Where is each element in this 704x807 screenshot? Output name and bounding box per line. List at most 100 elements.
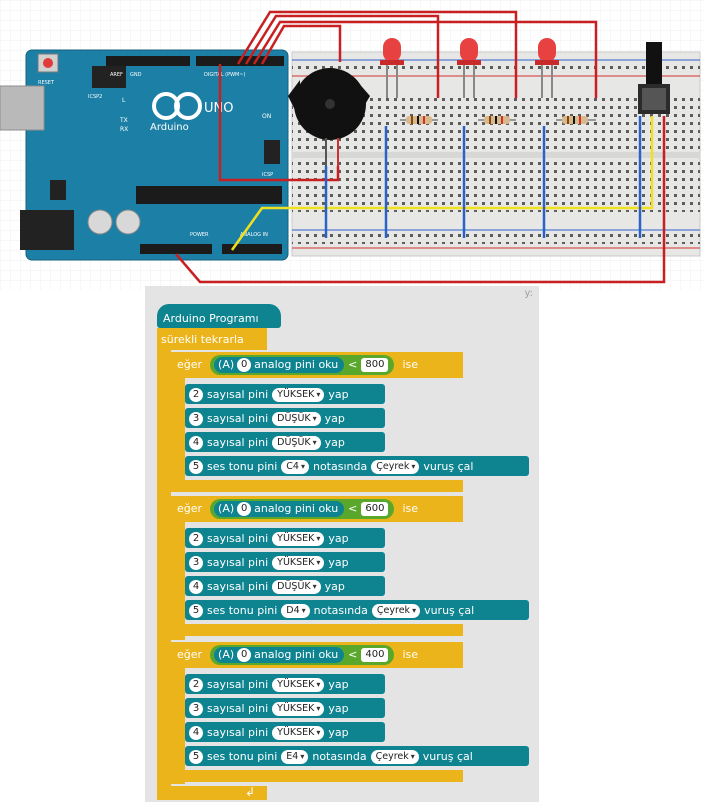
tone-block[interactable]: 5 ses tonu pini E4 notasında Çeyrek vuru… <box>185 746 529 766</box>
aref-label: AREF <box>110 72 123 78</box>
if-block-3[interactable] <box>171 642 185 784</box>
analog-prefix: (A) <box>218 358 235 371</box>
red-led-2 <box>457 38 481 98</box>
beat-label: vuruş çal <box>422 749 473 763</box>
analog-pin-field[interactable]: 0 <box>237 502 252 516</box>
state-dropdown[interactable]: YÜKSEK <box>272 555 325 570</box>
do-label: yap <box>324 435 345 449</box>
digital-write-block[interactable]: 4 sayısal pini DÜŞÜK yap <box>185 432 385 452</box>
if-footer-1[interactable] <box>171 480 463 492</box>
digital-pin-field[interactable]: 3 <box>189 701 203 716</box>
digital-label: sayısal pini <box>207 531 269 545</box>
digital-pin-field[interactable]: 2 <box>189 531 203 546</box>
state-dropdown[interactable]: YÜKSEK <box>272 677 325 692</box>
state-dropdown[interactable]: YÜKSEK <box>272 531 325 546</box>
digital-label: sayısal pini <box>207 411 269 425</box>
board-model: UNO <box>204 101 233 116</box>
beat-dropdown[interactable]: Çeyrek <box>371 459 420 474</box>
tone-block[interactable]: 5 ses tonu pini C4 notasında Çeyrek vuru… <box>185 456 529 476</box>
analog-label: analog pini oku <box>254 502 339 515</box>
arduino-board <box>0 49 289 261</box>
if-label: eğer <box>177 648 203 661</box>
digital-write-block[interactable]: 4 sayısal pini DÜŞÜK yap <box>185 576 385 596</box>
loop-footer[interactable]: ↲ <box>157 785 267 800</box>
digital-write-block[interactable]: 4 sayısal pini YÜKSEK yap <box>185 722 385 742</box>
digital-label: sayısal pini <box>207 725 269 739</box>
beat-dropdown[interactable]: Çeyrek <box>371 603 421 618</box>
digital-pin-field[interactable]: 4 <box>189 435 203 450</box>
threshold-field[interactable]: 600 <box>361 502 389 516</box>
digital-label: DIGITAL (PWM~) <box>204 72 246 78</box>
note-dropdown[interactable]: E4 <box>281 749 309 764</box>
if-label: eğer <box>177 502 203 515</box>
operator-label[interactable]: < <box>348 358 358 371</box>
loop-block[interactable] <box>157 328 171 788</box>
tone-pin-field[interactable]: 5 <box>189 749 203 764</box>
tone-block[interactable]: 5 ses tonu pini D4 notasında Çeyrek vuru… <box>185 600 529 620</box>
analog-pin-field[interactable]: 0 <box>237 648 252 662</box>
operator-label[interactable]: < <box>348 502 358 515</box>
beat-label: vuruş çal <box>423 459 474 473</box>
state-dropdown[interactable]: DÜŞÜK <box>272 435 321 450</box>
tone-pin-field[interactable]: 5 <box>189 603 203 618</box>
do-label: yap <box>324 411 345 425</box>
if-block-2[interactable] <box>171 496 185 640</box>
compare-block-1[interactable]: (A) 0 analog pini oku < 800 <box>210 355 395 375</box>
digital-label: sayısal pini <box>207 555 269 569</box>
digital-write-block[interactable]: 3 sayısal pini YÜKSEK yap <box>185 552 385 572</box>
then-label: ise <box>402 358 419 371</box>
power-label: POWER <box>190 232 209 238</box>
note-dropdown[interactable]: C4 <box>281 459 309 474</box>
red-led-3 <box>535 38 559 98</box>
do-label: yap <box>328 555 349 569</box>
if-header-1[interactable]: eğer (A) 0 analog pini oku < 800 ise <box>171 352 463 378</box>
block-workspace[interactable]: y: Arduino Programı sürekli tekrarla ↲ e… <box>145 286 539 802</box>
digital-label: sayısal pini <box>207 579 269 593</box>
gnd-label: GND <box>130 72 142 78</box>
state-dropdown[interactable]: YÜKSEK <box>272 725 325 740</box>
digital-write-block[interactable]: 2 sayısal pini YÜKSEK yap <box>185 528 385 548</box>
if-header-3[interactable]: eğer (A) 0 analog pini oku < 400 ise <box>171 642 463 668</box>
if-footer-2[interactable] <box>171 624 463 636</box>
loop-header[interactable]: sürekli tekrarla <box>157 328 267 350</box>
beat-dropdown[interactable]: Çeyrek <box>370 749 419 764</box>
if-footer-3[interactable] <box>171 770 463 782</box>
state-dropdown[interactable]: YÜKSEK <box>272 387 325 402</box>
state-dropdown[interactable]: DÜŞÜK <box>272 579 321 594</box>
if-header-2[interactable]: eğer (A) 0 analog pini oku < 600 ise <box>171 496 463 522</box>
digital-pin-field[interactable]: 4 <box>189 725 203 740</box>
tone-pin-field[interactable]: 5 <box>189 459 203 474</box>
compare-block-3[interactable]: (A) 0 analog pini oku < 400 <box>210 645 395 665</box>
digital-pin-field[interactable]: 2 <box>189 677 203 692</box>
digital-label: sayısal pini <box>207 701 269 715</box>
digital-pin-field[interactable]: 3 <box>189 555 203 570</box>
analog-in-label: ANALOG IN <box>240 232 268 238</box>
resistor-2 <box>478 116 516 124</box>
digital-write-block[interactable]: 3 sayısal pini DÜŞÜK yap <box>185 408 385 428</box>
digital-pin-field[interactable]: 2 <box>189 387 203 402</box>
digital-write-block[interactable]: 2 sayısal pini YÜKSEK yap <box>185 384 385 404</box>
digital-pin-field[interactable]: 4 <box>189 579 203 594</box>
state-dropdown[interactable]: DÜŞÜK <box>272 411 321 426</box>
on-label: ON <box>262 113 271 120</box>
digital-label: sayısal pini <box>207 677 269 691</box>
analog-pin-field[interactable]: 0 <box>237 358 252 372</box>
threshold-field[interactable]: 800 <box>361 358 389 372</box>
analog-read-block-3[interactable]: (A) 0 analog pini oku <box>214 647 345 663</box>
threshold-field[interactable]: 400 <box>361 648 389 662</box>
then-label: ise <box>402 648 419 661</box>
state-dropdown[interactable]: YÜKSEK <box>272 701 325 716</box>
analog-read-block-2[interactable]: (A) 0 analog pini oku <box>214 501 345 517</box>
program-block[interactable]: Arduino Programı <box>157 304 281 328</box>
board-brand: Arduino <box>150 122 189 133</box>
compare-block-2[interactable]: (A) 0 analog pini oku < 600 <box>210 499 395 519</box>
digital-write-block[interactable]: 2 sayısal pini YÜKSEK yap <box>185 674 385 694</box>
note-dropdown[interactable]: D4 <box>281 603 310 618</box>
if-block-1[interactable] <box>171 352 185 492</box>
tone-label: ses tonu pini <box>207 749 278 763</box>
digital-write-block[interactable]: 3 sayısal pini YÜKSEK yap <box>185 698 385 718</box>
operator-label[interactable]: < <box>348 648 358 661</box>
analog-read-block-1[interactable]: (A) 0 analog pini oku <box>214 357 345 373</box>
digital-pin-field[interactable]: 3 <box>189 411 203 426</box>
circuit-diagram: RESET ICSP2 ICSP Arduino UNO TX RX L ON … <box>0 0 704 290</box>
